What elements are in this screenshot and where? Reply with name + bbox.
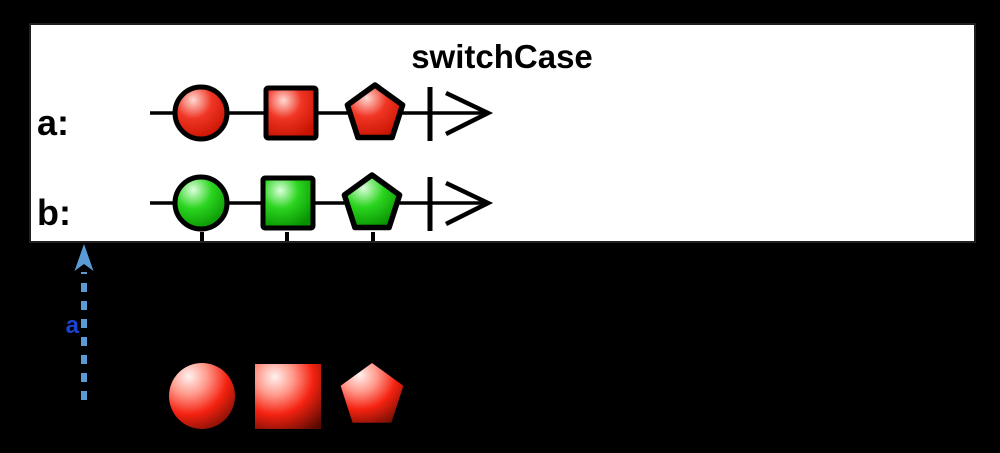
stream-a-marble-circle-icon [172, 84, 230, 142]
switch-arrow: a [66, 244, 94, 400]
stream-b-label: b: [37, 192, 71, 233]
switch-arrow-label: a [66, 312, 80, 339]
input-shape-circle-icon [169, 363, 235, 429]
stream-b-marble-circle-icon [172, 174, 230, 232]
stream-a-marble-square-icon [263, 85, 319, 141]
input-shape-pentagon-icon [340, 363, 404, 423]
stream-b: b: [37, 172, 494, 233]
stream-a-arrowhead-icon [444, 90, 494, 137]
operator-title: switchCase [411, 38, 593, 75]
stream-b-arrowhead-icon [444, 180, 494, 227]
stream-b-marble-square-icon [260, 175, 316, 231]
input-shape-square-icon [255, 364, 321, 429]
input-shapes [169, 363, 404, 429]
stream-b-marble-pentagon-icon [341, 172, 403, 231]
switch-arrow-head-icon [74, 244, 94, 271]
stream-a-label: a: [37, 102, 69, 143]
input-timeline-ticks [200, 232, 375, 241]
stream-a-marble-pentagon-icon [344, 82, 406, 141]
stream-a: a: [37, 82, 494, 143]
